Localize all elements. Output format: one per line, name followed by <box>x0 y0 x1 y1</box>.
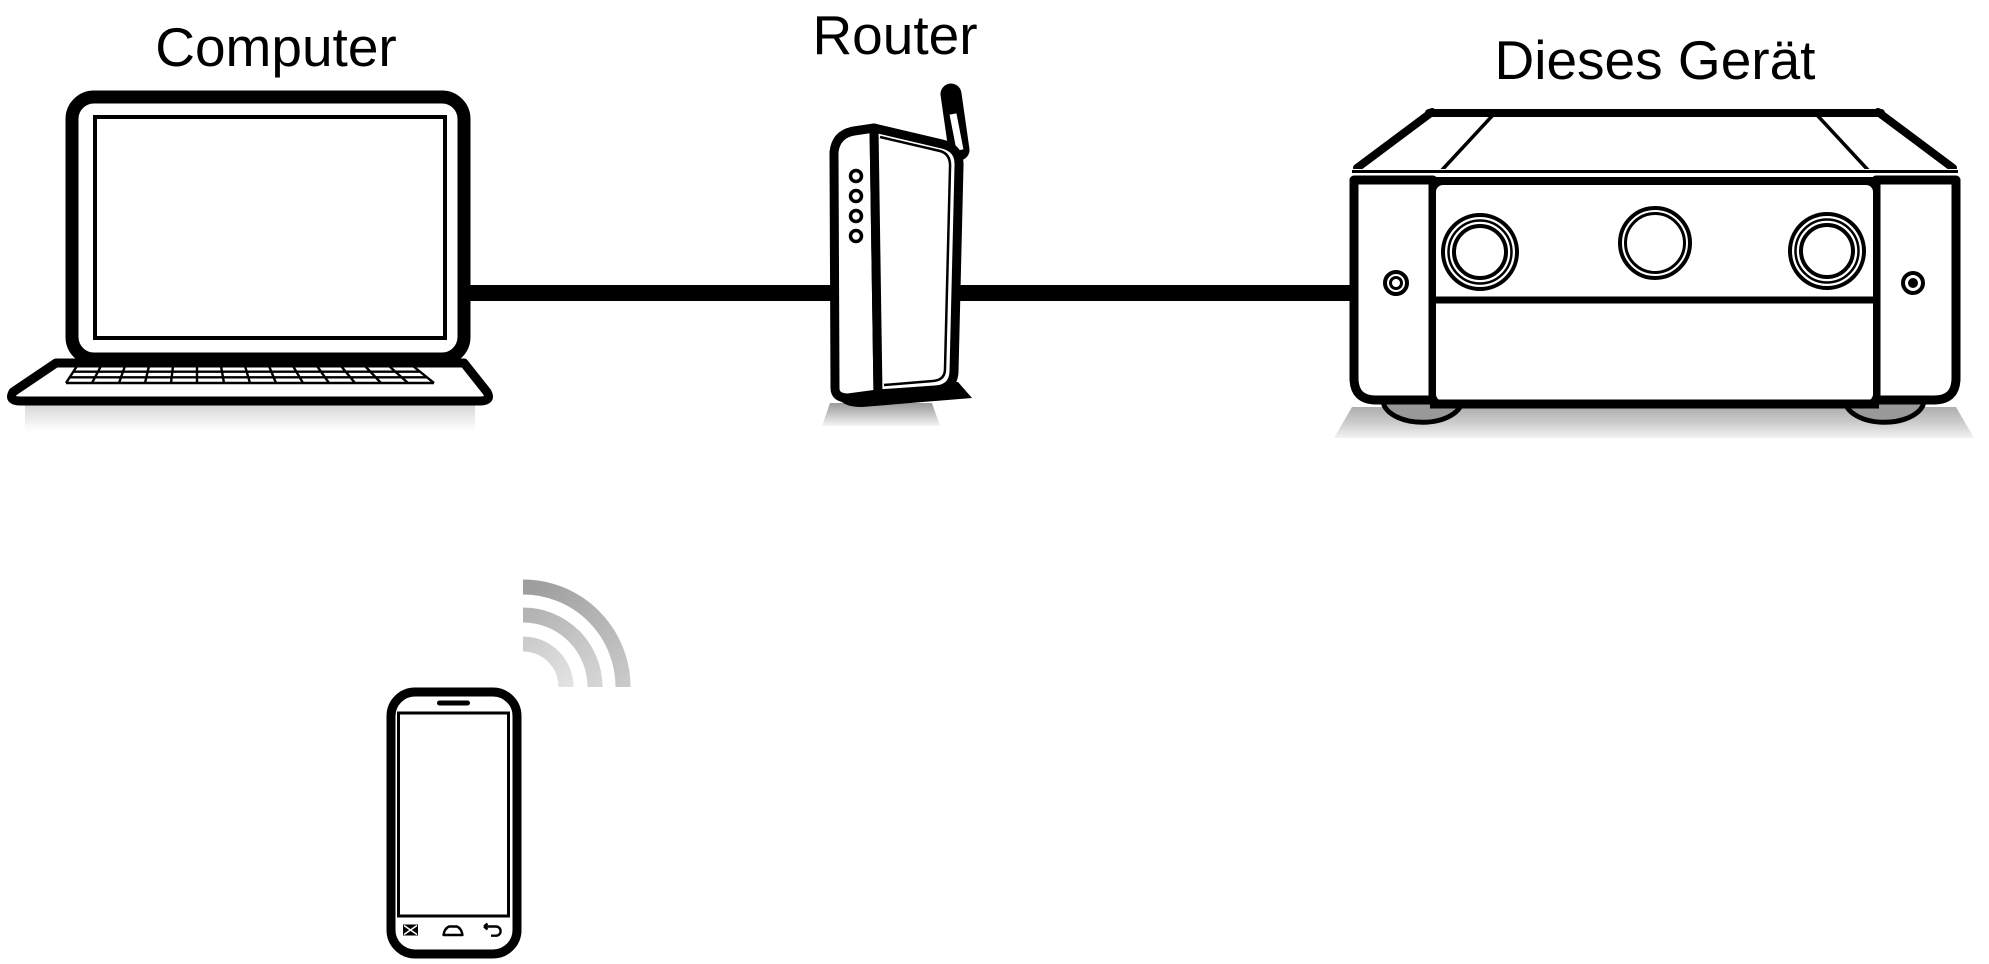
smartphone-icon <box>386 687 522 959</box>
wifi-waves-icon <box>522 579 631 688</box>
receiver-button-left <box>1383 270 1409 296</box>
laptop-screen <box>93 115 447 340</box>
laptop-icon <box>7 90 493 435</box>
receiver-button-right <box>1901 271 1925 295</box>
lan-cable-router-to-receiver <box>945 285 1365 301</box>
lan-cable-computer-to-router <box>455 285 852 301</box>
smartphone-screen <box>397 711 510 918</box>
computer-label: Computer <box>155 16 397 78</box>
receiver-knob-left <box>1441 213 1519 291</box>
av-receiver-icon <box>1334 108 1974 438</box>
receiver-top-lid <box>1352 108 1958 180</box>
router-front-face <box>869 123 964 399</box>
smartphone-earpiece <box>437 700 470 706</box>
wireless-router-icon <box>822 83 972 426</box>
receiver-knob-center <box>1618 206 1692 280</box>
smartphone-home-icon <box>442 925 464 937</box>
router-label: Router <box>812 4 978 66</box>
router-antenna-icon <box>940 83 970 161</box>
smartphone-back-icon <box>483 922 502 937</box>
this-device-label: Dieses Gerät <box>1494 29 1816 91</box>
router-front-inner-line <box>879 135 952 387</box>
receiver-knob-right <box>1788 212 1866 290</box>
router-shadow <box>822 403 940 426</box>
router-status-leds <box>848 168 864 244</box>
laptop-shadow <box>25 405 475 435</box>
receiver-shadow <box>1334 407 1974 438</box>
smartphone-menu-icon <box>403 924 418 936</box>
laptop-keyboard <box>64 364 435 385</box>
